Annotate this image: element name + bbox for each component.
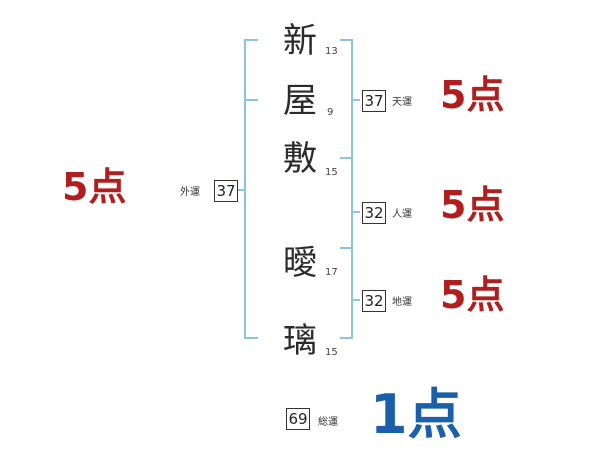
soukaku-label: 総運	[318, 417, 338, 428]
stroke-count-4: 17	[325, 267, 338, 278]
name-char-4: 曖	[283, 243, 317, 283]
jinkaku-value: 32	[362, 202, 386, 224]
tenkaku-value: 37	[362, 90, 386, 112]
name-char-5: 璃	[283, 321, 317, 361]
stroke-count-2: 9	[327, 107, 334, 118]
name-char-1: 新	[283, 21, 317, 61]
jinkaku-label: 人運	[392, 209, 412, 220]
chikaku-value: 32	[362, 290, 386, 312]
jinkaku-bracket	[340, 157, 360, 249]
name-char-2: 屋	[283, 81, 317, 121]
soukaku-score: 1点	[370, 383, 462, 446]
name-char-3: 敷	[283, 139, 317, 179]
gaikaku-value: 37	[214, 180, 238, 202]
chikaku-score: 5点	[440, 273, 505, 317]
stroke-count-3: 15	[325, 167, 338, 178]
gaikaku-score: 5点	[62, 165, 127, 209]
gaikaku-label: 外運	[180, 187, 200, 198]
tenkaku-bracket	[340, 39, 360, 159]
chikaku-label: 地運	[392, 297, 412, 308]
tenkaku-label: 天運	[392, 97, 412, 108]
tenkaku-score: 5点	[440, 73, 505, 117]
stroke-count-1: 13	[325, 46, 338, 57]
chikaku-bracket	[340, 247, 360, 339]
soukaku-value: 69	[286, 408, 310, 430]
jinkaku-score: 5点	[440, 183, 505, 227]
stroke-count-5: 15	[325, 347, 338, 358]
